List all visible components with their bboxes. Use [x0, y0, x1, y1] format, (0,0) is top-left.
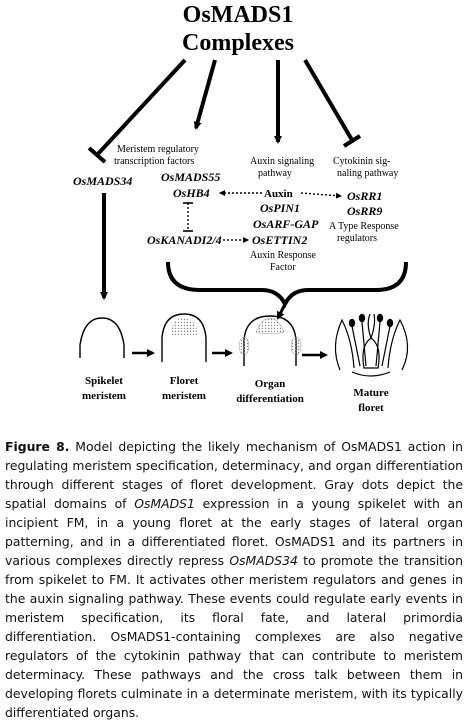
organ-differentiation-drawing — [238, 315, 302, 366]
caption-text-1: Model depicting the likely mechanism of … — [5, 439, 463, 511]
stage-label-mature-line1: Mature — [353, 387, 388, 399]
auxin-word: Auxin — [264, 188, 293, 200]
gene-osmads55: OsMADS55 — [161, 170, 220, 184]
gene-osmads34: OsMADS34 — [73, 174, 132, 188]
gene-osettin2: OsETTIN2 — [252, 233, 307, 247]
caption-italic-osmads1: OsMADS1 — [134, 496, 195, 511]
cytokinin-pathway-label-line1: Cytokinin sig- — [333, 156, 391, 167]
spikelet-meristem-drawing — [79, 317, 125, 358]
gene-osarf-gap: OsARF-GAP — [253, 217, 319, 231]
floret-meristem-drawing — [161, 313, 207, 362]
stage-label-floret-line1: Floret — [170, 375, 199, 387]
auxin-pathway-label-line1: Auxin signaling — [250, 156, 314, 167]
gene-oshb4: OsHB4 — [173, 186, 210, 200]
gene-ospin1: OsPIN1 — [260, 201, 300, 215]
rr-label-line1: A Type Response — [329, 221, 399, 232]
auxin-to-osrr1-arrow — [300, 192, 342, 199]
gene-oskanadi2-4: OsKANADI2/4 — [147, 233, 222, 247]
diagram-title-line2: Complexes — [182, 30, 294, 56]
rr-label-line2: regulators — [337, 233, 377, 244]
stage-label-spikelet-line2: meristem — [82, 390, 126, 402]
gene-osrr9: OsRR9 — [347, 204, 382, 218]
arf-label-line1: Auxin Response — [250, 250, 316, 261]
auxin-pathway-label-line2: pathway — [258, 168, 292, 179]
mature-floret-drawing — [334, 313, 409, 377]
activation-arrow-to-meristem-regulators — [193, 59, 217, 130]
stage-label-mature-line2: floret — [358, 402, 384, 414]
figure-label: Figure 8. — [5, 439, 70, 454]
stage-label-floret-line2: meristem — [162, 390, 206, 402]
cytokinin-pathway-label-line2: naling pathway — [337, 168, 398, 179]
caption-text-2: expression in a young spikelet with an i… — [5, 496, 464, 568]
caption-text-3: to promote the transition from spikelet … — [5, 553, 463, 720]
diagram-title-line1: OsMADS1 — [183, 2, 294, 28]
oshb4-oskanadi-inhibition — [183, 202, 193, 232]
arf-label-line2: Factor — [270, 262, 296, 273]
gene-osrr1: OsRR1 — [347, 189, 382, 203]
meristem-regulators-label-line1: Meristem regulatory — [117, 144, 199, 155]
meristem-regulators-label-line2: transcription factors — [114, 156, 194, 167]
stage-label-spikelet-line1: Spikelet — [85, 375, 123, 387]
figure-caption: Figure 8. Model depicting the likely mec… — [5, 437, 463, 722]
repression-arrow-to-cytokinin-pathway — [303, 58, 362, 148]
model-diagram: OsMADS1 Complexes Meristem regulatory tr… — [73, 2, 409, 414]
repression-arrow-to-osmads34 — [87, 58, 187, 164]
brace-arrow-to-organ-differentiation — [276, 303, 287, 320]
stage-label-organ-line1: Organ — [255, 378, 286, 390]
stage-label-organ-line2: differentiation — [236, 393, 304, 405]
caption-italic-osmads34: OsMADS34 — [229, 553, 298, 568]
